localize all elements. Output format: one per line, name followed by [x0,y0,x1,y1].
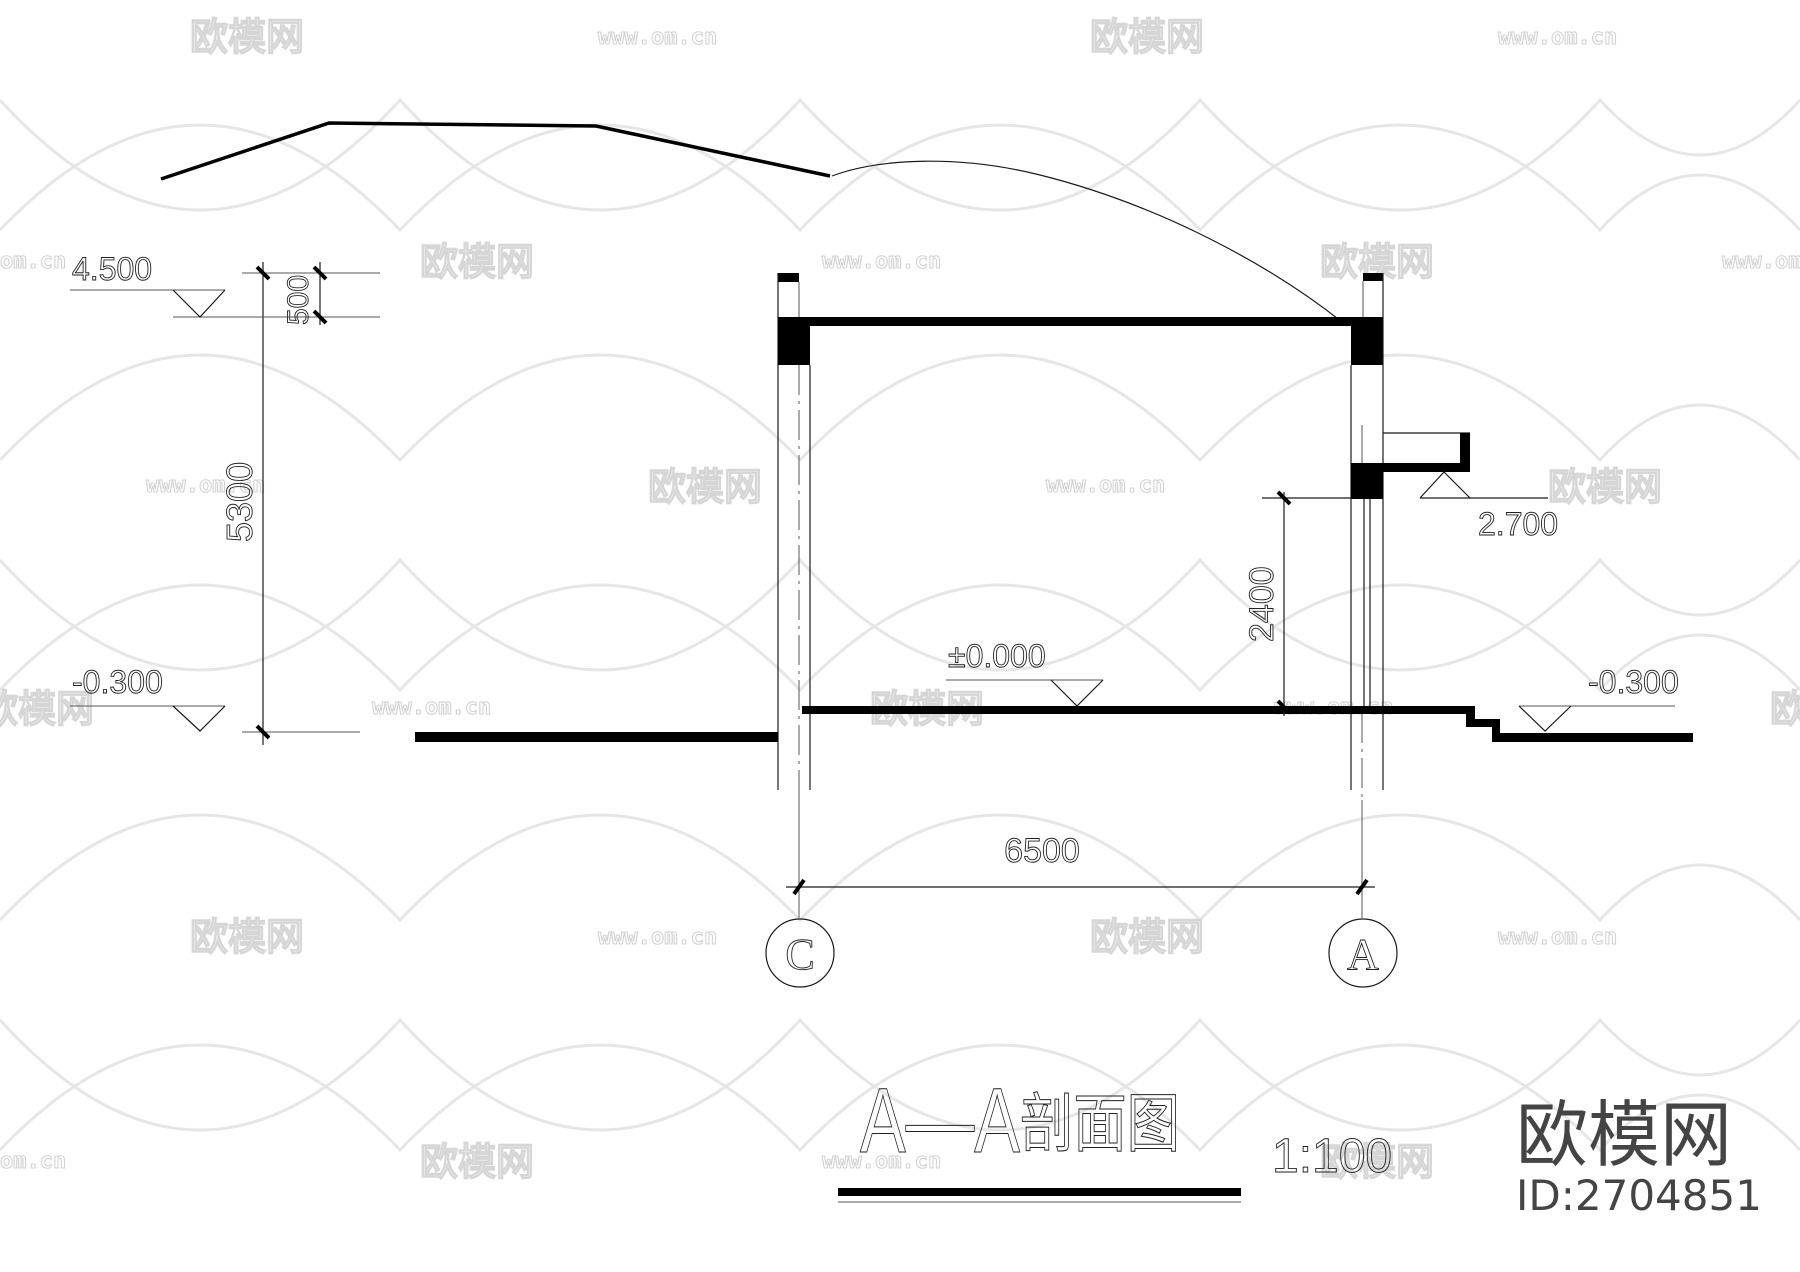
dim-parapet-label: 500 [282,275,315,325]
axis-circle [1328,918,1398,988]
dim-tick [255,724,271,740]
dim-door-height-label: 2400 [1243,566,1281,642]
watermark-url: www.om.cn [146,473,265,498]
title-scale: 1:100 [1272,1130,1392,1183]
dim-tick [792,878,806,896]
watermark-logo: 欧模网 [1320,1140,1434,1184]
watermark-url: www.om.cn [822,249,941,274]
watermark-logo: 欧模网 [1090,15,1204,59]
canopy-slab [1383,463,1470,472]
title-section-mark: A—A [860,1070,1020,1172]
right-ring-beam [1351,317,1383,365]
ground-left [415,732,778,742]
watermark-logo: 欧模网 [190,15,304,59]
watermark-logo: 欧模网 [1090,915,1204,959]
elevation-roof-top-label: 4.500 [72,251,152,287]
axis-bubble-a: A [1328,918,1398,988]
dim-tick [255,265,271,281]
brand-id: ID:2704851 [1516,1171,1762,1220]
dim-tick [312,309,328,325]
dim-tick [1355,878,1369,896]
canopy-edge-beam [1460,433,1470,472]
elevation-canopy-label: 2.700 [1478,506,1558,542]
door-lintel [1351,463,1383,499]
tree-canopy-curve [831,160,1343,323]
watermark-url: www.om.cn [372,695,491,720]
elevation-floor-label: ±0.000 [948,638,1046,674]
watermark-logo: 欧模网 [420,1140,534,1184]
elevation-floor: ±0.000 [946,638,1104,707]
entrance-canopy [1383,432,1470,472]
watermark-logo: 欧模网 [1548,465,1662,509]
right-parapet-cap [1363,273,1383,281]
entrance-steps [1466,706,1500,742]
watermark-url: www.om.cn [1722,249,1800,274]
axis-bubbles: C A [765,918,1398,988]
left-wall [777,273,811,800]
elevation-triangle-icon [1518,705,1572,732]
dim-tick [312,265,328,281]
drawing-title: A—A 剖面图 1:100 [838,1070,1393,1203]
elevation-ground-left-label: -0.300 [72,664,163,700]
elevation-canopy: 2.700 [1419,471,1559,542]
elevation-triangle-icon [1050,679,1104,707]
watermark-url: www.om.cn [1498,25,1617,50]
floor-slab [802,706,1472,714]
dimensions: 500 5300 2400 6500 [173,262,1375,918]
elevation-ground-right-label: -0.300 [1588,664,1679,700]
hill-polyline [160,121,831,181]
brand-logo-text: 欧模网 [1516,1093,1732,1177]
building-section [415,273,1693,800]
title-cn: 剖面图 [1020,1088,1180,1162]
right-wall [1350,273,1384,800]
watermark-logo: 欧模网 [0,687,94,731]
dim-tick [1276,699,1292,715]
watermark-url: www.om.cn [598,925,717,950]
axis-circle [765,918,835,988]
axis-a-label: A [1347,930,1379,979]
watermark-layer: 欧模网 www.om.cn 欧模网 www.om.cn om.cn 欧模网 ww… [0,14,1800,1184]
elevation-markers: 4.500 -0.300 ±0.000 2.700 -0.300 [70,251,1679,732]
watermark-logo: 欧模网 [420,240,534,284]
brand-mark: 欧模网 ID:2704851 [1516,1093,1762,1220]
ground-right [1496,733,1693,742]
watermark-logo: 欧模网 [648,465,762,509]
title-underline-thick [838,1188,1241,1196]
dim-span-label: 6500 [1004,832,1080,870]
elevation-triangle-icon [1419,471,1471,499]
watermark-arcs [0,97,1800,1153]
dim-tick [1276,490,1292,506]
watermark-url: om.cn [0,249,66,274]
watermark-url: www.om.cn [1046,473,1165,498]
axis-c-label: C [785,930,814,979]
elevation-triangle-icon [172,289,226,318]
elevation-ground-right: -0.300 [1518,664,1679,732]
background-outline [160,121,1343,323]
watermark-logo: 欧模网 [1770,687,1800,731]
watermark-logo: 欧模网 [190,915,304,959]
watermark-url: www.om.cn [822,1149,941,1174]
elevation-ground-left: -0.300 [70,664,226,732]
axis-bubble-c: C [765,918,835,988]
roof-slab [778,317,1383,326]
watermark-url: om.cn [0,1149,66,1174]
elevation-triangle-icon [172,705,226,732]
elevation-roof-top: 4.500 [70,251,226,318]
watermark-url: www.om.cn [1498,925,1617,950]
watermark-url: www.om.cn [598,25,717,50]
left-parapet-cap [778,273,799,282]
dim-total-height-label: 5300 [219,462,260,542]
